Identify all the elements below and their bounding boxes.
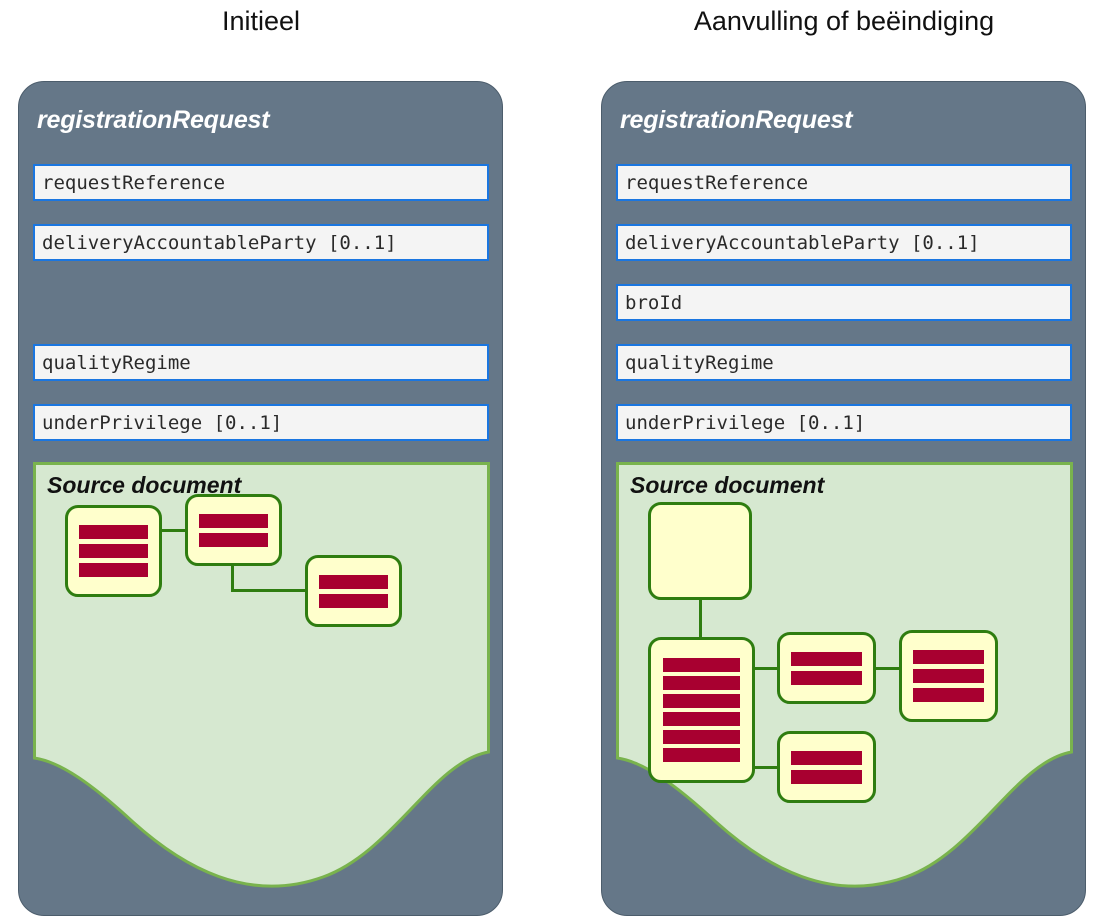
graph-node[interactable] [777,731,876,803]
node-record-bar [791,651,862,666]
graph-node[interactable] [899,630,998,722]
registration-request-panel-aanvulling: registrationRequest requestReference del… [601,81,1086,916]
field-requestReference[interactable]: requestReference [33,164,489,201]
graph-node[interactable] [648,502,752,600]
node-record-bar [78,525,149,539]
node-record-bar [198,513,269,528]
source-document-graph [33,462,490,915]
field-broId[interactable]: broId [616,284,1072,321]
graph-edge [754,667,778,670]
source-document-title: Source document [47,472,242,498]
panel-title: registrationRequest [37,106,270,134]
node-record-bar [663,676,740,690]
graph-edge [754,766,778,769]
field-qualityRegime[interactable]: qualityRegime [33,344,489,381]
node-record-bar [318,574,389,589]
graph-node[interactable] [185,494,282,566]
node-record-bar [198,532,269,547]
node-record-bar [318,593,389,608]
column-initieel: Initieel registrationRequest requestRefe… [18,0,504,922]
node-record-bar [913,669,984,683]
graph-edge [162,529,185,532]
node-record-bar [78,544,149,558]
graph-edge [231,566,234,592]
column-aanvulling: Aanvulling of beëindiging registrationRe… [601,0,1087,922]
source-document-region: Source document [616,462,1073,915]
node-record-bar [791,750,862,765]
column-title-initieel: Initieel [221,6,301,36]
node-record-bar [663,730,740,744]
graph-node[interactable] [777,632,876,704]
panel-title: registrationRequest [620,106,853,134]
field-qualityRegime[interactable]: qualityRegime [616,344,1072,381]
graph-edge [699,600,702,639]
source-document-title: Source document [630,472,825,498]
graph-node[interactable] [305,555,402,627]
source-document-region: Source document [33,462,490,915]
column-title-aanvulling: Aanvulling of beëindiging [693,6,995,36]
node-record-bar [913,688,984,702]
field-requestReference[interactable]: requestReference [616,164,1072,201]
registration-request-panel-initieel: registrationRequest requestReference del… [18,81,503,916]
field-deliveryAccountableParty[interactable]: deliveryAccountableParty [0..1] [616,224,1072,261]
node-record-bar [791,769,862,784]
graph-edge [875,667,900,670]
node-record-bar [663,694,740,708]
source-document-graph [616,462,1073,915]
node-record-bar [663,748,740,762]
field-deliveryAccountableParty[interactable]: deliveryAccountableParty [0..1] [33,224,489,261]
node-record-bar [663,712,740,726]
node-record-bar [791,670,862,685]
node-record-bar [663,658,740,672]
field-underPrivilege[interactable]: underPrivilege [0..1] [33,404,489,441]
field-underPrivilege[interactable]: underPrivilege [0..1] [616,404,1072,441]
node-record-bar [78,563,149,577]
node-record-bar [913,650,984,664]
graph-node[interactable] [65,505,162,597]
graph-edge [231,589,307,592]
graph-node[interactable] [648,637,755,783]
